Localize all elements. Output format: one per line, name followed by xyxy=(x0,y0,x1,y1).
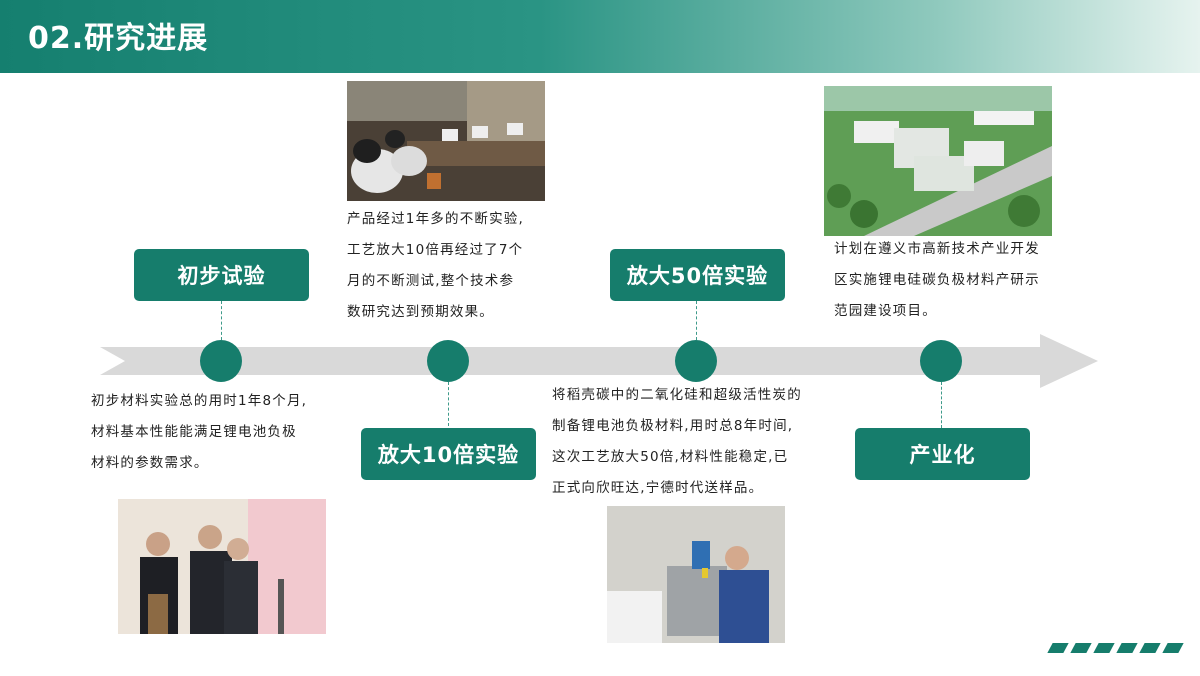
stage-label-text: 放大10倍实验 xyxy=(377,443,520,467)
stage-desc-industrialization: 计划在遵义市高新技术产业开发 区实施锂电硅碳负极材料产研示 范园建设项目。 xyxy=(834,234,1064,327)
stage-label-50x: 放大50倍实验 xyxy=(610,249,785,301)
connector-3 xyxy=(696,301,697,340)
reactor-worker-illustration xyxy=(607,506,785,643)
stage-label-initial: 初步试验 xyxy=(134,249,309,301)
researchers-illustration xyxy=(118,499,326,634)
timeline-node-1 xyxy=(200,340,242,382)
header-banner: 02.研究进展 xyxy=(0,0,1200,73)
connector-4 xyxy=(941,382,942,428)
connector-1 xyxy=(221,301,222,340)
stage-desc-initial: 初步材料实验总的用时1年8个月, 材料基本性能能满足锂电池负极 材料的参数需求。 xyxy=(91,386,351,479)
stage-label-text: 初步试验 xyxy=(177,264,266,288)
stage-label-text: 产业化 xyxy=(909,443,976,467)
desc-line: 这次工艺放大50倍,材料性能稳定,已 xyxy=(552,449,789,465)
timeline-node-3 xyxy=(675,340,717,382)
stage-label-industrialization: 产业化 xyxy=(855,428,1030,480)
desc-line: 月的不断测试,整个技术参 xyxy=(347,273,515,289)
photo-lab-equipment xyxy=(347,81,545,201)
desc-line: 区实施锂电硅碳负极材料产研示 xyxy=(834,272,1040,288)
desc-line: 制备锂电池负极材料,用时总8年时间, xyxy=(552,418,794,434)
photo-researchers xyxy=(118,499,326,634)
connector-2 xyxy=(448,382,449,426)
stage-label-10x: 放大10倍实验 xyxy=(361,428,536,480)
stage-desc-10x: 产品经过1年多的不断实验, 工艺放大10倍再经过了7个 月的不断测试,整个技术参… xyxy=(347,204,557,328)
desc-line: 材料基本性能能满足锂电池负极 xyxy=(91,424,297,440)
lab-equipment-illustration xyxy=(347,81,545,201)
photo-industrial-park xyxy=(824,86,1052,236)
desc-line: 数研究达到预期效果。 xyxy=(347,304,494,320)
desc-line: 范园建设项目。 xyxy=(834,303,937,319)
desc-line: 计划在遵义市高新技术产业开发 xyxy=(834,241,1040,257)
desc-line: 初步材料实验总的用时1年8个月, xyxy=(91,393,308,409)
desc-line: 工艺放大10倍再经过了7个 xyxy=(347,242,524,258)
desc-line: 产品经过1年多的不断实验, xyxy=(347,211,524,227)
desc-line: 材料的参数需求。 xyxy=(91,455,209,471)
stage-desc-50x: 将稻壳碳中的二氧化硅和超级活性炭的 制备锂电池负极材料,用时总8年时间, 这次工… xyxy=(552,380,852,504)
stage-label-text: 放大50倍实验 xyxy=(626,264,769,288)
desc-line: 将稻壳碳中的二氧化硅和超级活性炭的 xyxy=(552,387,802,403)
photo-reactor-worker xyxy=(607,506,785,643)
timeline-node-2 xyxy=(427,340,469,382)
timeline-node-4 xyxy=(920,340,962,382)
page-title: 02.研究进展 xyxy=(28,21,209,56)
desc-line: 正式向欣旺达,宁德时代送样品。 xyxy=(552,480,764,496)
industrial-park-illustration xyxy=(824,86,1052,236)
